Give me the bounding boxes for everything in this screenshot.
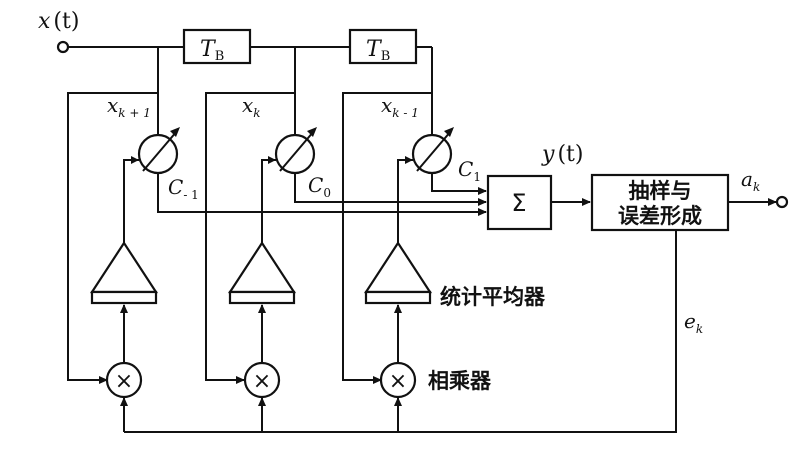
averager-label: 统计平均器 — [440, 285, 546, 309]
averager-triangle-2 — [227, 240, 297, 294]
tap-feed-2 — [205, 92, 295, 381]
multiplier-symbol-1: × — [115, 369, 133, 394]
error-feedback-bus — [124, 230, 677, 433]
weight-adjust-arrow-1 — [142, 130, 178, 172]
multiplier-symbol-3: × — [389, 369, 407, 394]
weight-line-2 — [294, 173, 486, 203]
coef-label-1: C1 — [458, 157, 481, 184]
averager-base-3 — [364, 290, 432, 305]
arrow-tap-feed-2 — [236, 376, 245, 384]
arrow-tap-feed-1 — [99, 376, 108, 384]
arrow-mult-out-1 — [120, 304, 128, 313]
arrow-error-3 — [394, 397, 402, 406]
summer-symbol: Σ — [511, 189, 526, 217]
tap-label-x: xk — [242, 93, 261, 120]
averager-triangle-1 — [89, 240, 159, 294]
decision-label-line2: 误差形成 — [618, 204, 702, 228]
weight-line-1 — [157, 173, 486, 213]
output-terminal — [775, 195, 789, 209]
error-label: ek — [684, 309, 703, 336]
decision-label-line1: 抽样与 — [629, 179, 692, 203]
tap-label-x-plus: xk + 1 — [107, 93, 151, 120]
arrow-mult-out-2 — [258, 304, 266, 313]
weight-adjust-arrowhead-3 — [444, 127, 454, 137]
averager-triangle-3 — [363, 240, 433, 294]
arrow-weight-1 — [478, 208, 487, 216]
arrow-summer-output — [582, 198, 591, 206]
input-terminal — [56, 40, 70, 54]
arrow-error-2 — [258, 397, 266, 406]
averager-base-1 — [90, 290, 158, 305]
arrow-error-1 — [120, 397, 128, 406]
weight-adjust-arrow-3 — [416, 130, 452, 172]
delay-label-2: TB — [366, 37, 390, 64]
control-line-2 — [261, 159, 276, 243]
tap-label-x-minus: xk - 1 — [381, 93, 419, 120]
tap-feed-1 — [67, 92, 158, 381]
multiplier-label: 相乘器 — [428, 369, 492, 393]
coef-label-0: C0 — [308, 173, 331, 200]
arrow-tap-feed-3 — [373, 376, 382, 384]
weight-adjust-arrow-2 — [279, 130, 315, 172]
delay-label-1: TB — [200, 37, 224, 64]
arrow-weight-2 — [478, 198, 487, 206]
weight-adjust-arrowhead-1 — [170, 127, 180, 137]
weight-adjust-arrowhead-2 — [307, 127, 317, 137]
arrow-control-3 — [405, 156, 413, 164]
coef-label-minus1: C- 1 — [168, 175, 199, 202]
arrow-weight-3 — [478, 187, 487, 195]
arrow-control-1 — [131, 156, 139, 164]
averager-base-2 — [228, 290, 296, 305]
output-label: ak — [741, 167, 760, 194]
sum-output-label: y(t) — [541, 142, 583, 167]
weight-line-3 — [431, 173, 486, 192]
arrow-mult-out-3 — [394, 304, 402, 313]
arrow-control-2 — [268, 156, 276, 164]
multiplier-symbol-2: × — [253, 369, 271, 394]
arrow-decision-output — [768, 198, 777, 206]
control-line-1 — [123, 159, 139, 243]
tap-feed-3 — [342, 92, 432, 381]
input-label: x(t) — [38, 9, 79, 34]
